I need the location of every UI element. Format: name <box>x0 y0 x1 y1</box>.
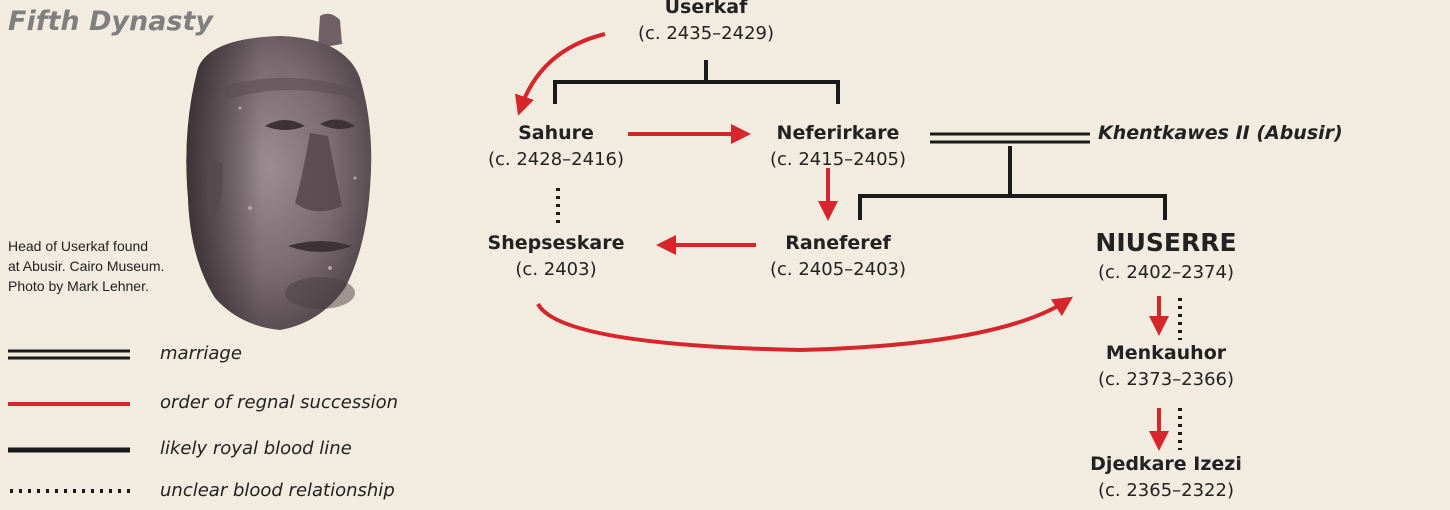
ruler-name: Sahure <box>518 122 594 144</box>
ruler-dates: (c. 2405–2403) <box>769 259 907 280</box>
caption-line: at Abusir. Cairo Museum. <box>8 258 165 274</box>
legend-label-unclear: unclear blood relationship <box>160 480 395 501</box>
ruler-name: Djedkare Izezi <box>1090 453 1242 475</box>
ruler-menkauhor: Menkauhor (c. 2373–2366) <box>1098 340 1234 394</box>
ruler-dates: (c. 2415–2405) <box>769 149 907 170</box>
caption-line: Head of Userkaf found <box>8 238 149 254</box>
ruler-name: Neferirkare <box>776 122 900 144</box>
ruler-dates: (c. 2428–2416) <box>487 149 625 170</box>
ruler-dates: (c. 2365–2322) <box>1097 480 1234 501</box>
diagram-title: Fifth Dynasty <box>8 6 214 37</box>
ruler-niuserre: NIUSERRE (c. 2402–2374) <box>1095 227 1236 287</box>
userkaf-head-photo <box>186 13 372 330</box>
ruler-dates: (c. 2373–2366) <box>1097 369 1235 390</box>
ruler-neferirkare: Neferirkare (c. 2415–2405) <box>770 120 906 174</box>
ruler-shepseskare: Shepseskare (c. 2403) <box>488 230 625 284</box>
ruler-name: Userkaf <box>664 0 748 18</box>
ruler-dates: (c. 2435–2429) <box>637 23 775 44</box>
unclear-connectors <box>556 188 1182 450</box>
legend-swatches <box>8 349 130 493</box>
ruler-raneferef: Raneferef (c. 2405–2403) <box>770 230 906 284</box>
ruler-name: Raneferef <box>785 232 891 254</box>
ruler-name: Shepseskare <box>487 232 625 254</box>
caption-line: Photo by Mark Lehner. <box>8 278 149 294</box>
ruler-name: Menkauhor <box>1105 342 1227 364</box>
ruler-dates: (c. 2403) <box>515 259 597 280</box>
ruler-name: NIUSERRE <box>1095 228 1237 257</box>
bloodline-connectors <box>553 60 1167 220</box>
marriage-connector <box>930 132 1090 144</box>
legend-label-marriage: marriage <box>160 343 242 364</box>
ruler-userkaf: Userkaf (c. 2435–2429) <box>638 0 774 48</box>
photo-caption: Head of Userkaf found at Abusir. Cairo M… <box>8 236 183 296</box>
succession-arrows <box>514 32 1169 451</box>
legend-label-succession: order of regnal succession <box>160 392 398 413</box>
ruler-djedkare: Djedkare Izezi (c. 2365–2322) <box>1090 451 1242 505</box>
spouse-khentkawes: Khentkawes II (Abusir) <box>1098 122 1343 144</box>
ruler-dates: (c. 2402–2374) <box>1097 262 1234 283</box>
legend-label-bloodline: likely royal blood line <box>160 438 352 459</box>
ruler-sahure: Sahure (c. 2428–2416) <box>488 120 624 174</box>
